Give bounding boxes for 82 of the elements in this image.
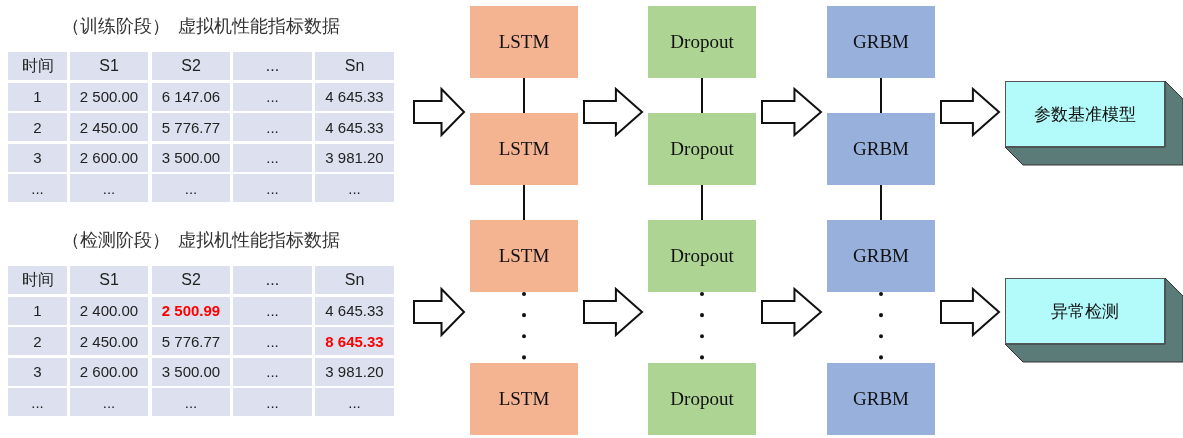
table-cell: 2 500.00 [70,82,148,111]
table-cell: ... [233,296,312,325]
connector-line [523,184,525,221]
phase-heading: （检测阶段） [62,229,170,252]
lstm-box: LSTM [470,6,578,78]
table-cell: ... [8,174,67,202]
lstm-box: LSTM [470,113,578,185]
table-cell: 3 [8,357,67,386]
table-cell: 3 500.00 [152,357,230,386]
table-cell: 3 981.20 [315,357,394,386]
connector-line [880,184,882,221]
block-arrow [583,286,644,338]
table-header-cell: S2 [152,52,230,80]
dropout-box: Dropout [648,6,756,78]
table-cell: 4 645.33 [315,113,394,141]
dropout-box: Dropout [648,220,756,292]
block-arrow [413,286,466,338]
table-header-cell: S1 [70,52,148,80]
table-cell: 3 500.00 [152,143,230,172]
table-header-cell: S2 [152,266,230,294]
table-cell: ... [315,174,394,202]
table-cell: ... [152,388,230,416]
lstm-box: LSTM [470,220,578,292]
block-arrow [413,86,466,138]
block-arrow [940,86,1001,138]
table-cell: ... [233,143,312,172]
block-arrow [583,86,644,138]
table-cell: 2 450.00 [70,327,148,355]
table-cell: 5 776.77 [152,113,230,141]
table-cell: ... [315,388,394,416]
connector-line [701,77,703,114]
grbm-box: GRBM [827,220,935,292]
table-cell: ... [152,174,230,202]
connector-line [701,184,703,221]
table-header-cell: S1 [70,266,148,294]
table-header-cell: 时间 [8,266,67,294]
table-cell: 6 147.06 [152,82,230,111]
table-cell: 3 [8,143,67,172]
table-cell: 5 776.77 [152,327,230,355]
block-arrow [761,286,823,338]
phase-heading: （训练阶段） [62,15,170,38]
data-heading: 虚拟机性能指标数据 [178,229,340,252]
table-cell: ... [233,327,312,355]
table-cell: 2 450.00 [70,113,148,141]
3d-box: 异常检测 [1005,278,1165,344]
table-cell: ... [70,388,148,416]
connector-line [880,77,882,114]
grbm-box: GRBM [827,113,935,185]
table-cell: 1 [8,296,67,325]
data-heading: 虚拟机性能指标数据 [178,15,340,38]
table-cell: ... [233,113,312,141]
grbm-box: GRBM [827,363,935,435]
table-cell: 4 645.33 [315,82,394,111]
3d-box: 参数基准模型 [1005,81,1165,147]
table-cell: 8 645.33 [315,327,394,355]
lstm-box: LSTM [470,363,578,435]
table-cell: ... [233,174,312,202]
table-cell: 4 645.33 [315,296,394,325]
block-arrow [940,286,1001,338]
table-cell: 2 500.99 [152,296,230,325]
connector-line [523,77,525,114]
block-arrow [761,86,823,138]
table-header-cell: 时间 [8,52,67,80]
table-cell: 2 [8,327,67,355]
table-cell: 2 [8,113,67,141]
dropout-box: Dropout [648,113,756,185]
table-header-cell: Sn [315,266,394,294]
table-cell: ... [233,357,312,386]
table-cell: 1 [8,82,67,111]
table-cell: 3 981.20 [315,143,394,172]
table-cell: 2 600.00 [70,143,148,172]
table-header-cell: ... [233,266,312,294]
table-cell: ... [8,388,67,416]
table-cell: ... [70,174,148,202]
table-cell: 2 600.00 [70,357,148,386]
table-cell: ... [233,388,312,416]
dropout-box: Dropout [648,363,756,435]
table-header-cell: Sn [315,52,394,80]
table-cell: ... [233,82,312,111]
table-header-cell: ... [233,52,312,80]
grbm-box: GRBM [827,6,935,78]
table-cell: 2 400.00 [70,296,148,325]
